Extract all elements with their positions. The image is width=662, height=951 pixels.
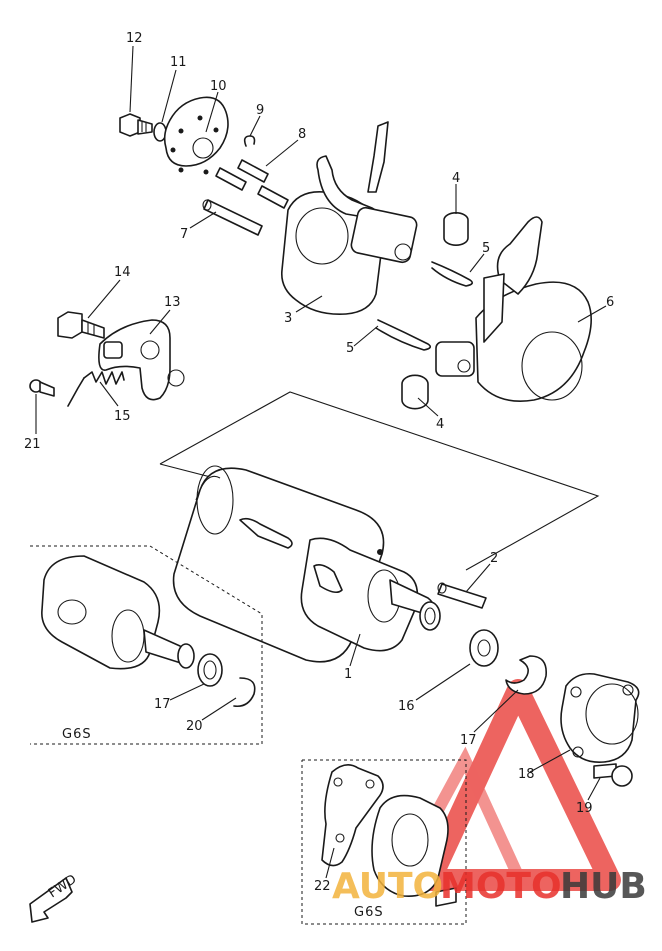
part-13-stopper-lever [98,319,185,401]
part-16-washer [469,629,499,667]
callout-20: 20 [186,719,203,734]
part-6-shift-fork [435,216,592,402]
callout-17-g6s: 17 [154,697,171,712]
callout-13: 13 [164,295,181,310]
part-1-shift-drum [172,465,441,663]
part-12-bolt [119,113,153,137]
callout-22: 22 [314,879,331,894]
callout-8: 8 [298,127,306,142]
callout-19: 19 [576,801,593,816]
part-8-pin [215,159,289,209]
callout-18: 18 [518,767,535,782]
part-20-circlip [233,677,256,708]
part-14-bolt [57,311,105,339]
frame-main [159,391,600,571]
part-2-pin [437,582,487,609]
part-18-cover [560,672,640,764]
variant-label-left: G6S [62,727,92,742]
fwd-arrow: FWD [29,872,79,923]
watermark-text-hub: HUB [560,866,647,907]
callout-3: 3 [284,311,292,326]
part-5-cotter-top [431,261,474,287]
watermark-text-moto: MOTO [440,866,562,907]
part-22-gasket [321,764,384,867]
callout-10: 10 [210,79,227,94]
callouts: 12 11 10 9 8 7 4 5 3 5 4 6 14 13 15 21 2… [24,31,614,894]
inset-g6s-bottom [301,759,467,925]
callout-14: 14 [114,265,131,280]
part-9-clip [243,135,256,147]
part-17-circlip [505,655,547,695]
callout-1: 1 [344,667,352,682]
part-4-roller-bottom [401,374,429,410]
part-19-screw [593,763,633,787]
part-17-circlip-g6s [197,653,223,687]
callout-5-top: 5 [482,241,490,256]
callout-9: 9 [256,103,264,118]
part-7-pin [202,199,263,236]
part-21-screw [29,379,55,397]
part-5-cotter-bottom [375,319,432,351]
inset-g6s-left [30,545,263,745]
callout-2: 2 [490,551,498,566]
callout-15: 15 [114,409,131,424]
callout-11: 11 [170,55,187,70]
callout-7: 7 [180,227,188,242]
part-10-plate [163,96,229,175]
part-15-spring [67,371,125,407]
part-4-roller-top [443,212,469,246]
callout-4-top: 4 [452,171,460,186]
watermark-text-auto: AUTO [332,866,443,907]
callout-12: 12 [126,31,143,46]
watermark-text: AUTO MOTO HUB [332,866,647,907]
callout-4-bottom: 4 [436,417,444,432]
callout-17: 17 [460,733,477,748]
leader-lines [35,45,607,879]
callout-21: 21 [24,437,41,452]
callout-6: 6 [606,295,614,310]
callout-16: 16 [398,699,415,714]
variant-label-bottom: G6S [354,905,384,920]
callout-5-bottom: 5 [346,341,354,356]
part-3-shift-fork [280,121,418,316]
